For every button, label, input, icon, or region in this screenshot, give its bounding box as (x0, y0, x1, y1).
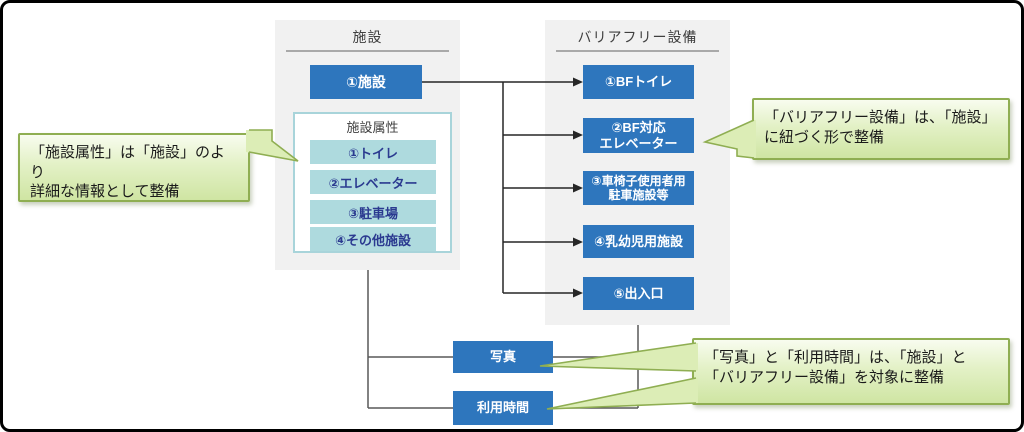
callout-facility-attributes-line1: 「施設属性」は「施設」のより (30, 144, 226, 181)
callout-facility-attributes-line2: 詳細な情報として整備 (30, 183, 180, 200)
facility-shared-lines (367, 270, 453, 409)
facility-title-underline (286, 50, 449, 52)
barrier-free-panel-title: バリアフリー設備 (577, 29, 698, 45)
bf-shared-lines (553, 325, 639, 409)
node-bf-entrance: ⑤出入口 (583, 277, 694, 310)
node-facility: ①施設 (310, 65, 422, 99)
node-attr-toilet: ①トイレ (310, 140, 436, 164)
node-attr-other: ④その他施設 (310, 227, 436, 251)
node-photo: 写真 (453, 341, 553, 373)
node-bf-elevator: ②BF対応 エレベーター (583, 118, 694, 153)
node-bf-elevator-line1: ②BF対応 (611, 119, 666, 135)
pointer-photo (540, 343, 698, 371)
node-bf-wheelchair-parking: ③車椅子使用者用 駐車施設等 (583, 171, 694, 205)
callout-facility-attributes: 「施設属性」は「施設」のより 詳細な情報として整備 (18, 133, 250, 202)
facility-attributes-title: 施設属性 (346, 120, 399, 135)
node-attr-parking: ③駐車場 (310, 200, 436, 224)
callout-barrier-free-line2: に紐づく形で整備 (764, 128, 885, 146)
pointer-photo-outline (539, 342, 697, 372)
callout-shared-items-line1: 「写真」と「利用時間」は、「施設」と (704, 349, 967, 366)
node-bf-toilet-label: ①BFトイレ (604, 74, 673, 90)
node-bf-infant: ④乳幼児用施設 (583, 225, 694, 258)
node-bf-wheelchair-parking-line2: 駐車施設等 (608, 188, 669, 202)
node-bf-wheelchair-parking-line1: ③車椅子使用者用 (591, 173, 686, 188)
node-bf-entrance-label: ⑤出入口 (613, 285, 664, 301)
node-attr-elevator: ②エレベーター (310, 170, 436, 194)
facility-panel-title: 施設 (352, 29, 383, 45)
node-hours: 利用時間 (453, 391, 553, 425)
node-bf-toilet: ①BFトイレ (583, 65, 694, 99)
node-bf-elevator-line2: エレベーター (599, 135, 678, 151)
barrier-free-title-underline (556, 50, 719, 52)
pointer-hours (547, 378, 698, 409)
callout-barrier-free: 「バリアフリー設備」は、「施設」 に紐づく形で整備 (752, 98, 1010, 160)
pointer-hours-outline (546, 377, 697, 410)
callout-shared-items-line2: 「バリアフリー設備」を対象に整備 (704, 368, 945, 386)
barrier-free-panel: バリアフリー設備 ①BFトイレ ②BF対応 エレベーター ③車椅子使用者用 駐車… (545, 20, 730, 325)
facility-attributes-box: 施設属性 ①トイレ ②エレベーター ③駐車場 ④その他施設 (293, 112, 452, 253)
node-bf-infant-label: ④乳幼児用施設 (593, 233, 683, 249)
facility-panel: 施設 ①施設 施設属性 ①トイレ ②エレベーター ③駐車場 ④その他施設 (275, 20, 460, 270)
callout-barrier-free-line1: 「バリアフリー設備」は、「施設」 (764, 109, 997, 126)
callout-shared-items: 「写真」と「利用時間」は、「施設」と 「バリアフリー設備」を対象に整備 (692, 338, 1010, 405)
